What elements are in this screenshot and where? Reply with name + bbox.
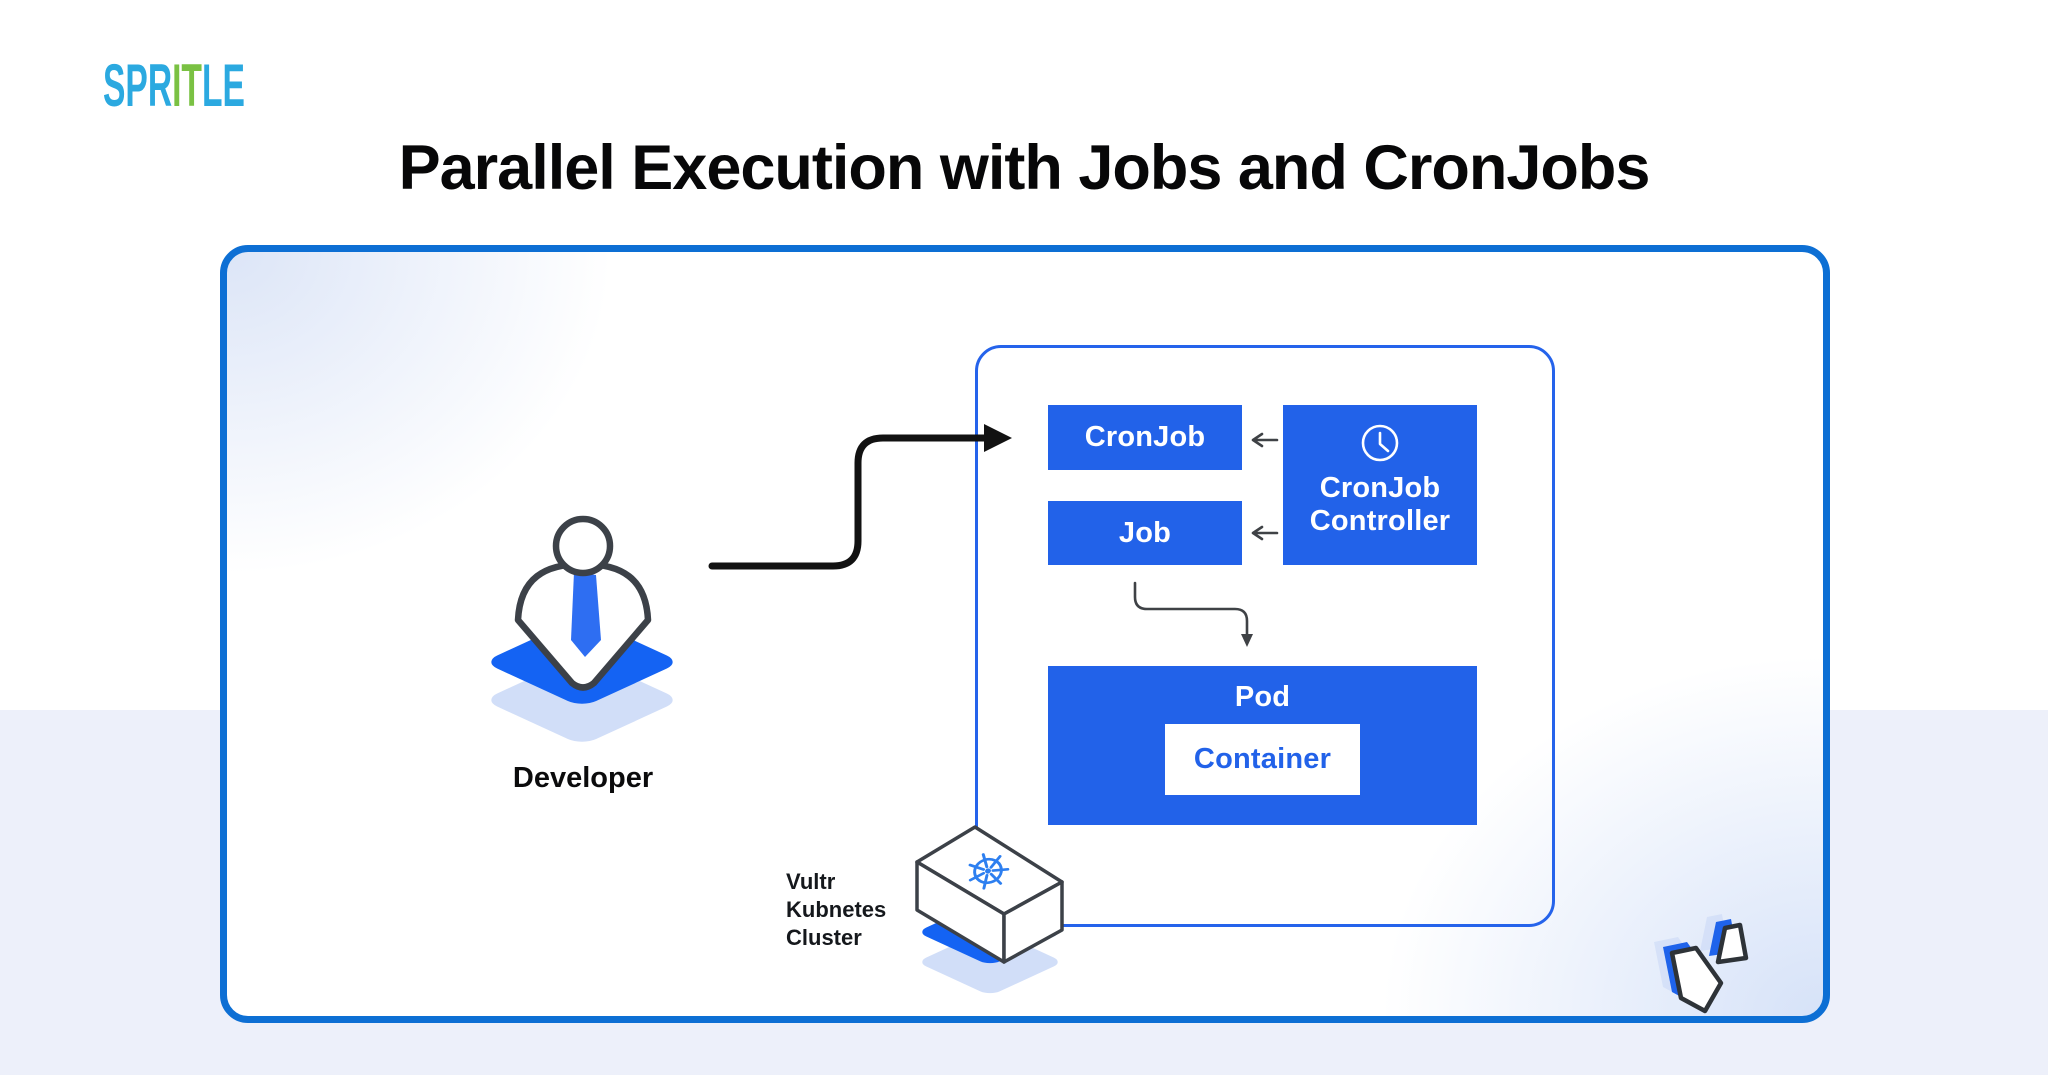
cluster-label-line3: Cluster [786,925,862,950]
cronjob-controller-node: CronJob Controller [1283,405,1477,565]
developer-label: Developer [512,762,654,794]
pod-label: Pod [1234,681,1291,713]
container-label: Container [1193,743,1332,775]
cluster-boundary [975,345,1555,927]
job-label: Job [1118,516,1172,549]
job-node: Job [1048,501,1242,565]
cluster-label-line1: Vultr [786,869,836,894]
container-node: Container [1165,724,1360,795]
cluster-label: Vultr Kubnetes Cluster [786,868,886,952]
logo-segment: IT [172,52,202,119]
logo-segment: SPR [103,52,173,119]
pod-node: Pod Container [1048,666,1477,825]
controller-label-line2: Controller [1309,505,1451,537]
clock-icon [1361,424,1399,462]
controller-label-line1: CronJob [1319,472,1441,504]
cronjob-label: CronJob [1084,421,1206,453]
logo-segment: LE [201,52,245,119]
spritle-logo: SPRITLE [103,56,245,116]
page-title: Parallel Execution with Jobs and CronJob… [398,133,1651,203]
cluster-label-line2: Kubnetes [786,897,887,922]
cronjob-node: CronJob [1048,405,1242,470]
